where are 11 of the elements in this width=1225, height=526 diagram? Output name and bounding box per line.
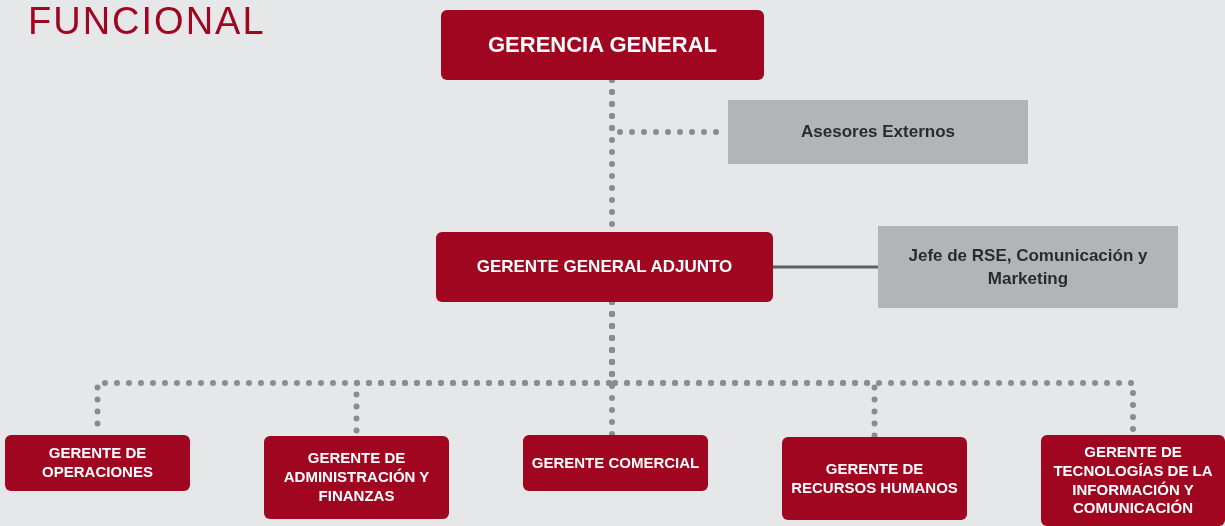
manager-box: GERENTE DE OPERACIONES [5, 435, 190, 491]
connector-line [773, 265, 878, 269]
manager-box: GERENCIA GENERAL [441, 10, 764, 80]
manager-box: GERENTE DE TECNOLOGÍAS DE LA INFORMACIÓN Y COMUNICACIÓN [1041, 435, 1225, 526]
manager-box: GERENTE COMERCIAL [523, 435, 708, 491]
manager-box: GERENTE DE RECURSOS HUMANOS [782, 437, 967, 520]
manager-box: GERENTE DE ADMINISTRACIÓN Y FINANZAS [264, 436, 449, 519]
manager-box: GERENTE GENERAL ADJUNTO [436, 232, 773, 302]
advisor-box: Jefe de RSE, Comunicación y Marketing [878, 226, 1178, 308]
advisor-box: Asesores Externos [728, 100, 1028, 164]
page-title: FUNCIONAL [28, 0, 266, 42]
